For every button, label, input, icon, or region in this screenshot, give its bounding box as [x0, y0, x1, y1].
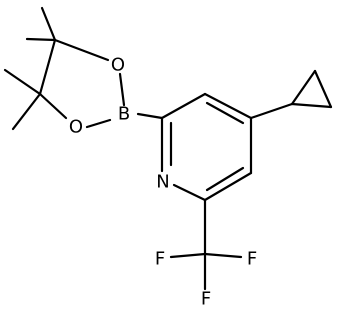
bond-c4-cyclopropyl: [249, 102, 294, 120]
atom-labels: O O B N F F F: [69, 55, 257, 310]
bond-c5-c4: [38, 38, 57, 96]
pyridine-ring: [136, 92, 253, 202]
bond-c2-c3: [160, 92, 207, 120]
atom-label-fluorine-right: F: [247, 249, 257, 270]
dioxaborolane-ring: [38, 38, 126, 129]
bond-c5-c6: [203, 171, 253, 202]
bond-cyclopropyl-3: [290, 102, 333, 109]
bond-c5-methyl-left: [25, 37, 57, 42]
bond-c5-o-top: [53, 38, 110, 62]
bond-c4-methyl-left: [3, 68, 42, 96]
atom-label-nitrogen: N: [156, 172, 169, 193]
bond-c5-methyl-top: [40, 6, 57, 42]
bond-cyclopropyl-1: [290, 69, 317, 106]
bond-c5-c6-inner: [205, 166, 245, 192]
atom-label-oxygen-bottom: O: [69, 117, 83, 138]
bond-cf3-f-right: [203, 252, 243, 259]
bond-cyclopropyl-2: [313, 69, 333, 109]
bond-c3-c4: [203, 92, 253, 120]
cyclopropyl-group: [249, 69, 333, 120]
atom-label-fluorine-bottom: F: [201, 289, 211, 310]
atom-label-boron: B: [118, 104, 130, 125]
bond-b-o-bottom: [85, 118, 112, 129]
atom-label-oxygen-top: O: [111, 55, 125, 76]
bond-b-c2: [136, 112, 164, 120]
bond-o-bottom-c4: [38, 92, 68, 120]
bond-cf3-f-left: [169, 252, 207, 259]
bond-c3-c4-inner: [205, 101, 245, 125]
atom-label-fluorine-left: F: [155, 249, 165, 270]
bond-c6-n: [172, 183, 207, 202]
bond-o-top-b: [118, 72, 126, 107]
trifluoromethyl-group: [169, 198, 243, 291]
methyl-groups: [3, 6, 57, 131]
bond-c4-methyl-bottom: [11, 92, 42, 131]
